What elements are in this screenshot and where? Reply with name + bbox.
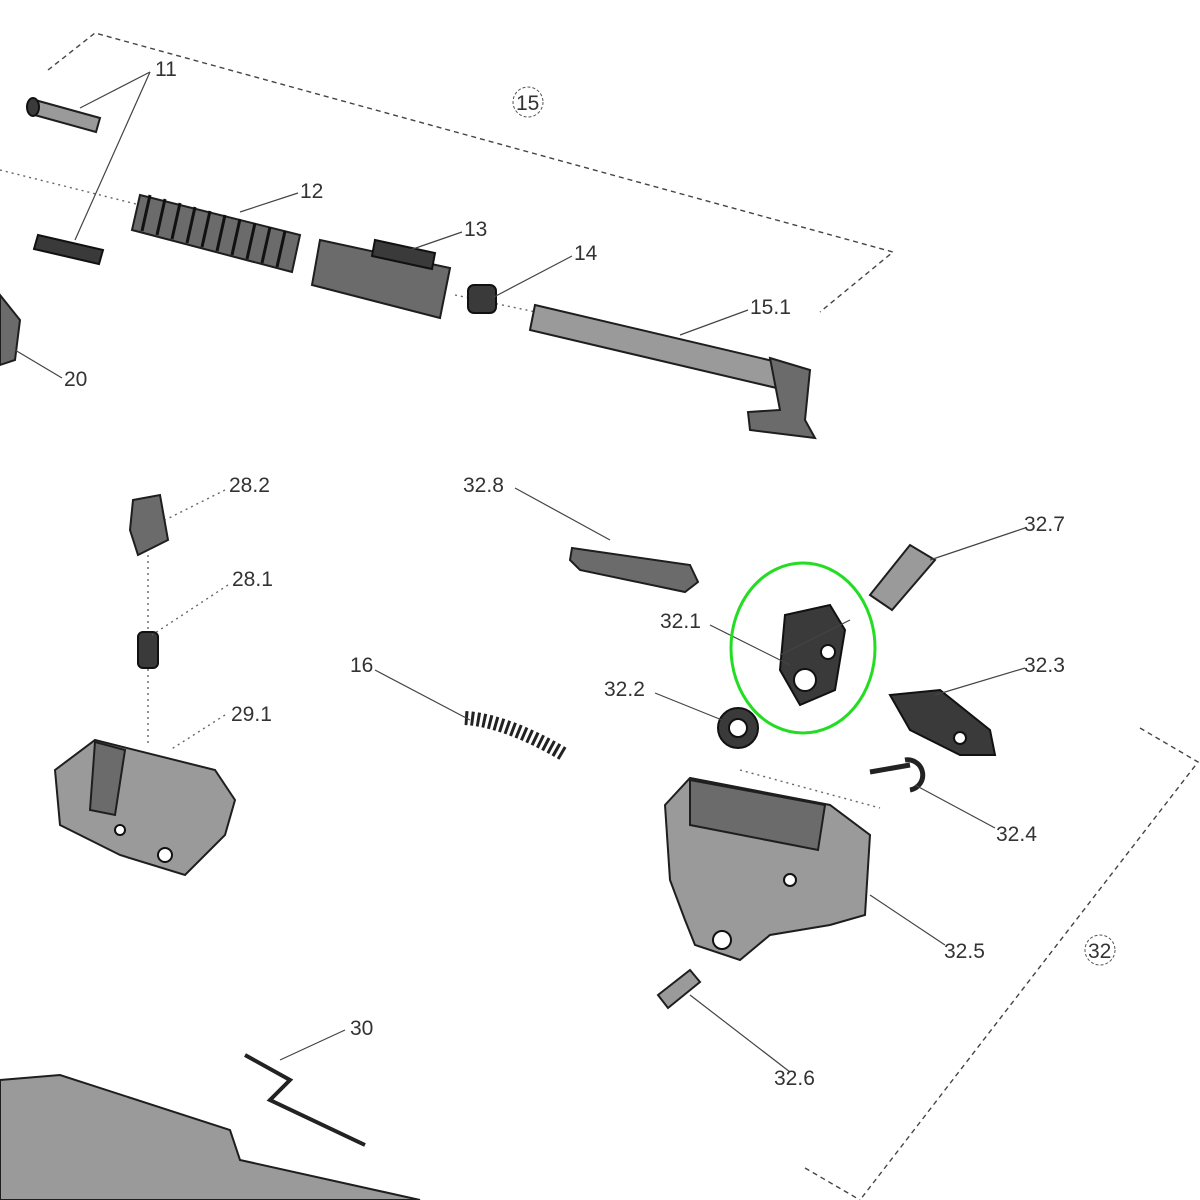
part-30-wire[interactable] bbox=[244, 1053, 366, 1147]
label-32-6: 32.6 bbox=[774, 1067, 815, 1090]
axis-line bbox=[0, 169, 141, 206]
label-14: 14 bbox=[574, 242, 598, 265]
label-13: 13 bbox=[464, 218, 487, 241]
part-15-1-firing-pin[interactable] bbox=[528, 303, 817, 440]
part-16-spring[interactable] bbox=[464, 711, 569, 762]
leader-lines bbox=[14, 71, 1026, 1073]
group-bracket-32 bbox=[859, 727, 1200, 1200]
axis-line bbox=[739, 769, 881, 809]
part-13-bolt[interactable] bbox=[310, 238, 452, 320]
label-12: 12 bbox=[300, 180, 323, 203]
part-32-5-housing[interactable] bbox=[663, 776, 872, 962]
label-28-2: 28.2 bbox=[229, 474, 270, 497]
label-20: 20 bbox=[64, 368, 87, 391]
part-14-collar[interactable] bbox=[467, 284, 497, 314]
part-28-2[interactable] bbox=[128, 493, 170, 557]
highlight-circle bbox=[729, 561, 877, 735]
label-11: 11 bbox=[155, 58, 177, 81]
label-32: 32 bbox=[1088, 940, 1111, 963]
label-32-4: 32.4 bbox=[996, 823, 1037, 846]
part-29-1-housing[interactable] bbox=[53, 738, 237, 877]
label-15-1: 15.1 bbox=[750, 296, 791, 319]
label-32-2: 32.2 bbox=[604, 678, 645, 701]
part-32-8-lever[interactable] bbox=[568, 546, 700, 594]
part-32-7-pin[interactable] bbox=[868, 543, 937, 612]
part-frame[interactable] bbox=[0, 1073, 421, 1200]
label-29-1: 29.1 bbox=[231, 703, 272, 726]
label-32-3: 32.3 bbox=[1024, 654, 1065, 677]
label-32-8: 32.8 bbox=[463, 474, 504, 497]
group-bracket-32-end bbox=[804, 1167, 861, 1200]
label-28-1: 28.1 bbox=[232, 568, 273, 591]
part-20[interactable] bbox=[0, 293, 22, 367]
part-11-pins[interactable] bbox=[26, 97, 105, 266]
group-badge-32 bbox=[1084, 934, 1116, 966]
axis-line bbox=[454, 294, 551, 316]
part-32-3-trigger-bar[interactable] bbox=[888, 688, 997, 756]
part-32-1-sear[interactable] bbox=[778, 603, 847, 707]
label-32-5: 32.5 bbox=[944, 940, 985, 963]
part-32-4-spring[interactable] bbox=[869, 757, 926, 793]
part-32-6-pin[interactable] bbox=[656, 968, 702, 1010]
part-28-1-spring[interactable] bbox=[137, 631, 159, 669]
label-32-1: 32.1 bbox=[660, 610, 701, 633]
group-badge-15 bbox=[512, 86, 544, 118]
part-32-2-spring[interactable] bbox=[717, 707, 759, 749]
label-30: 30 bbox=[350, 1017, 373, 1040]
part-12-spring[interactable] bbox=[130, 193, 302, 274]
group-bracket-15 bbox=[47, 32, 895, 313]
label-16: 16 bbox=[350, 654, 373, 677]
label-32-7: 32.7 bbox=[1024, 513, 1065, 536]
label-15: 15 bbox=[516, 92, 539, 115]
